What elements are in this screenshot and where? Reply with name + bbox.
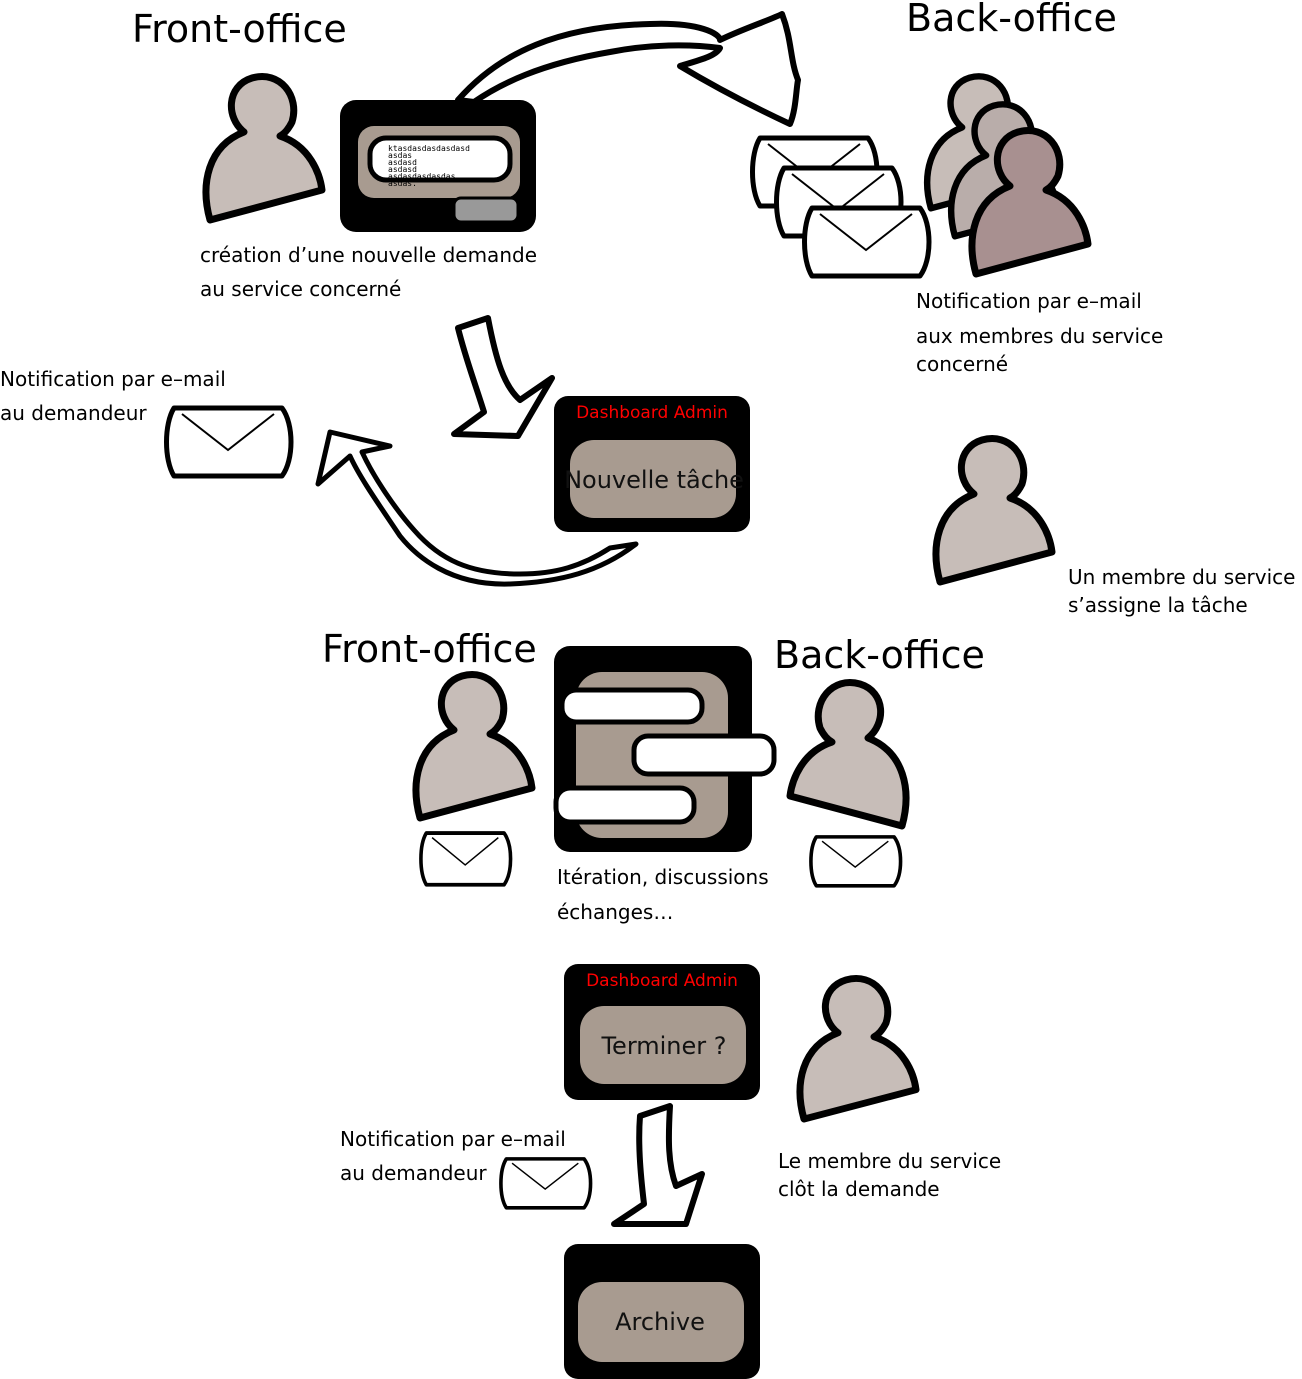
form-line: asdasd [388, 158, 417, 167]
caption-line: aux membres du service [916, 324, 1163, 348]
caption-line: au service concerné [200, 277, 401, 301]
notify-members-caption: Notification par e–mail aux membres du s… [916, 289, 1170, 376]
back-office-title-top: Back-office [906, 0, 1117, 40]
caption-line: Notification par e–mail [340, 1127, 566, 1151]
form-text-block: ktasdasdasdasdasd asdas asdasd asdasd as… [388, 144, 475, 188]
dashboard-new-task: Dashboard Admin Nouvelle tâche [554, 396, 750, 532]
caption-line: échanges… [557, 900, 673, 924]
message-bubble [631, 733, 777, 777]
front-office-title-discussion: Front-office [322, 627, 537, 671]
caption-line: Le membre du service [778, 1149, 1001, 1173]
new-task-button[interactable] [570, 440, 736, 518]
arrow-down-to-dashboard [451, 315, 555, 439]
archive-screen: Archive [564, 1244, 760, 1379]
form-line: asdasdasdasdas [388, 172, 456, 181]
caption-line: concerné [916, 352, 1008, 376]
assign-caption: Un membre du service s’assigne la tâche [1068, 565, 1302, 617]
request-form-device: ktasdasdasdasdasd asdas asdasd asdasd as… [340, 100, 536, 232]
arrow-back-to-requester [315, 429, 639, 587]
finish-button[interactable] [580, 1006, 746, 1084]
envelope-icon [419, 831, 513, 887]
back-office-title-discussion: Back-office [774, 633, 985, 677]
finish-label: Terminer ? [600, 1032, 726, 1060]
form-line: asdas [388, 151, 412, 160]
discussion-caption: Itération, discussions échanges… [557, 865, 775, 924]
requester-person-icon [206, 77, 322, 220]
caption-line: s’assigne la tâche [1068, 593, 1248, 617]
caption-line: au demandeur [0, 401, 147, 425]
discussion-thread [553, 646, 777, 852]
arrow-to-backoffice [455, 11, 801, 127]
form-line: ktasdasdasdasdasd [388, 144, 470, 153]
front-office-title-top: Front-office [132, 7, 347, 51]
envelope-icon [805, 208, 930, 276]
envelope-icon [499, 1157, 593, 1210]
form-line: asdas. [388, 179, 417, 188]
caption-line: clôt la demande [778, 1177, 940, 1201]
service-member-person-icon [790, 683, 906, 826]
notify-requester-caption-bottom: Notification par e–mail au demandeur [340, 1127, 572, 1185]
notify-requester-caption-top: Notification par e–mail au demandeur [0, 367, 232, 425]
submit-button[interactable] [452, 196, 520, 224]
envelope-icon [809, 835, 903, 888]
arrow-down-to-archive [611, 1103, 705, 1227]
closing-member-person-icon [800, 978, 916, 1119]
archive-button[interactable] [578, 1282, 744, 1362]
caption-line: Un membre du service [1068, 565, 1295, 589]
message-bubble [559, 687, 705, 725]
dashboard-admin-label: Dashboard Admin [586, 971, 738, 991]
message-bubble [553, 785, 697, 825]
envelope-icon [167, 408, 292, 476]
requester-person-icon [416, 675, 532, 818]
caption-line: Notification par e–mail [0, 367, 226, 391]
caption-line: création d’une nouvelle demande [200, 243, 537, 267]
archive-label: Archive [615, 1308, 705, 1336]
caption-line: au demandeur [340, 1161, 487, 1185]
caption-line: Itération, discussions [557, 865, 769, 889]
new-task-label: Nouvelle tâche [564, 466, 744, 494]
close-caption: Le membre du service clôt la demande [778, 1149, 1008, 1201]
assigning-member-person-icon [936, 439, 1052, 582]
form-line: asdasd [388, 165, 417, 174]
dashboard-finish: Dashboard Admin Terminer ? [564, 964, 760, 1100]
creation-caption: création d’une nouvelle demande au servi… [200, 243, 543, 301]
caption-line: Notification par e–mail [916, 289, 1142, 313]
dashboard-admin-label: Dashboard Admin [576, 403, 728, 423]
